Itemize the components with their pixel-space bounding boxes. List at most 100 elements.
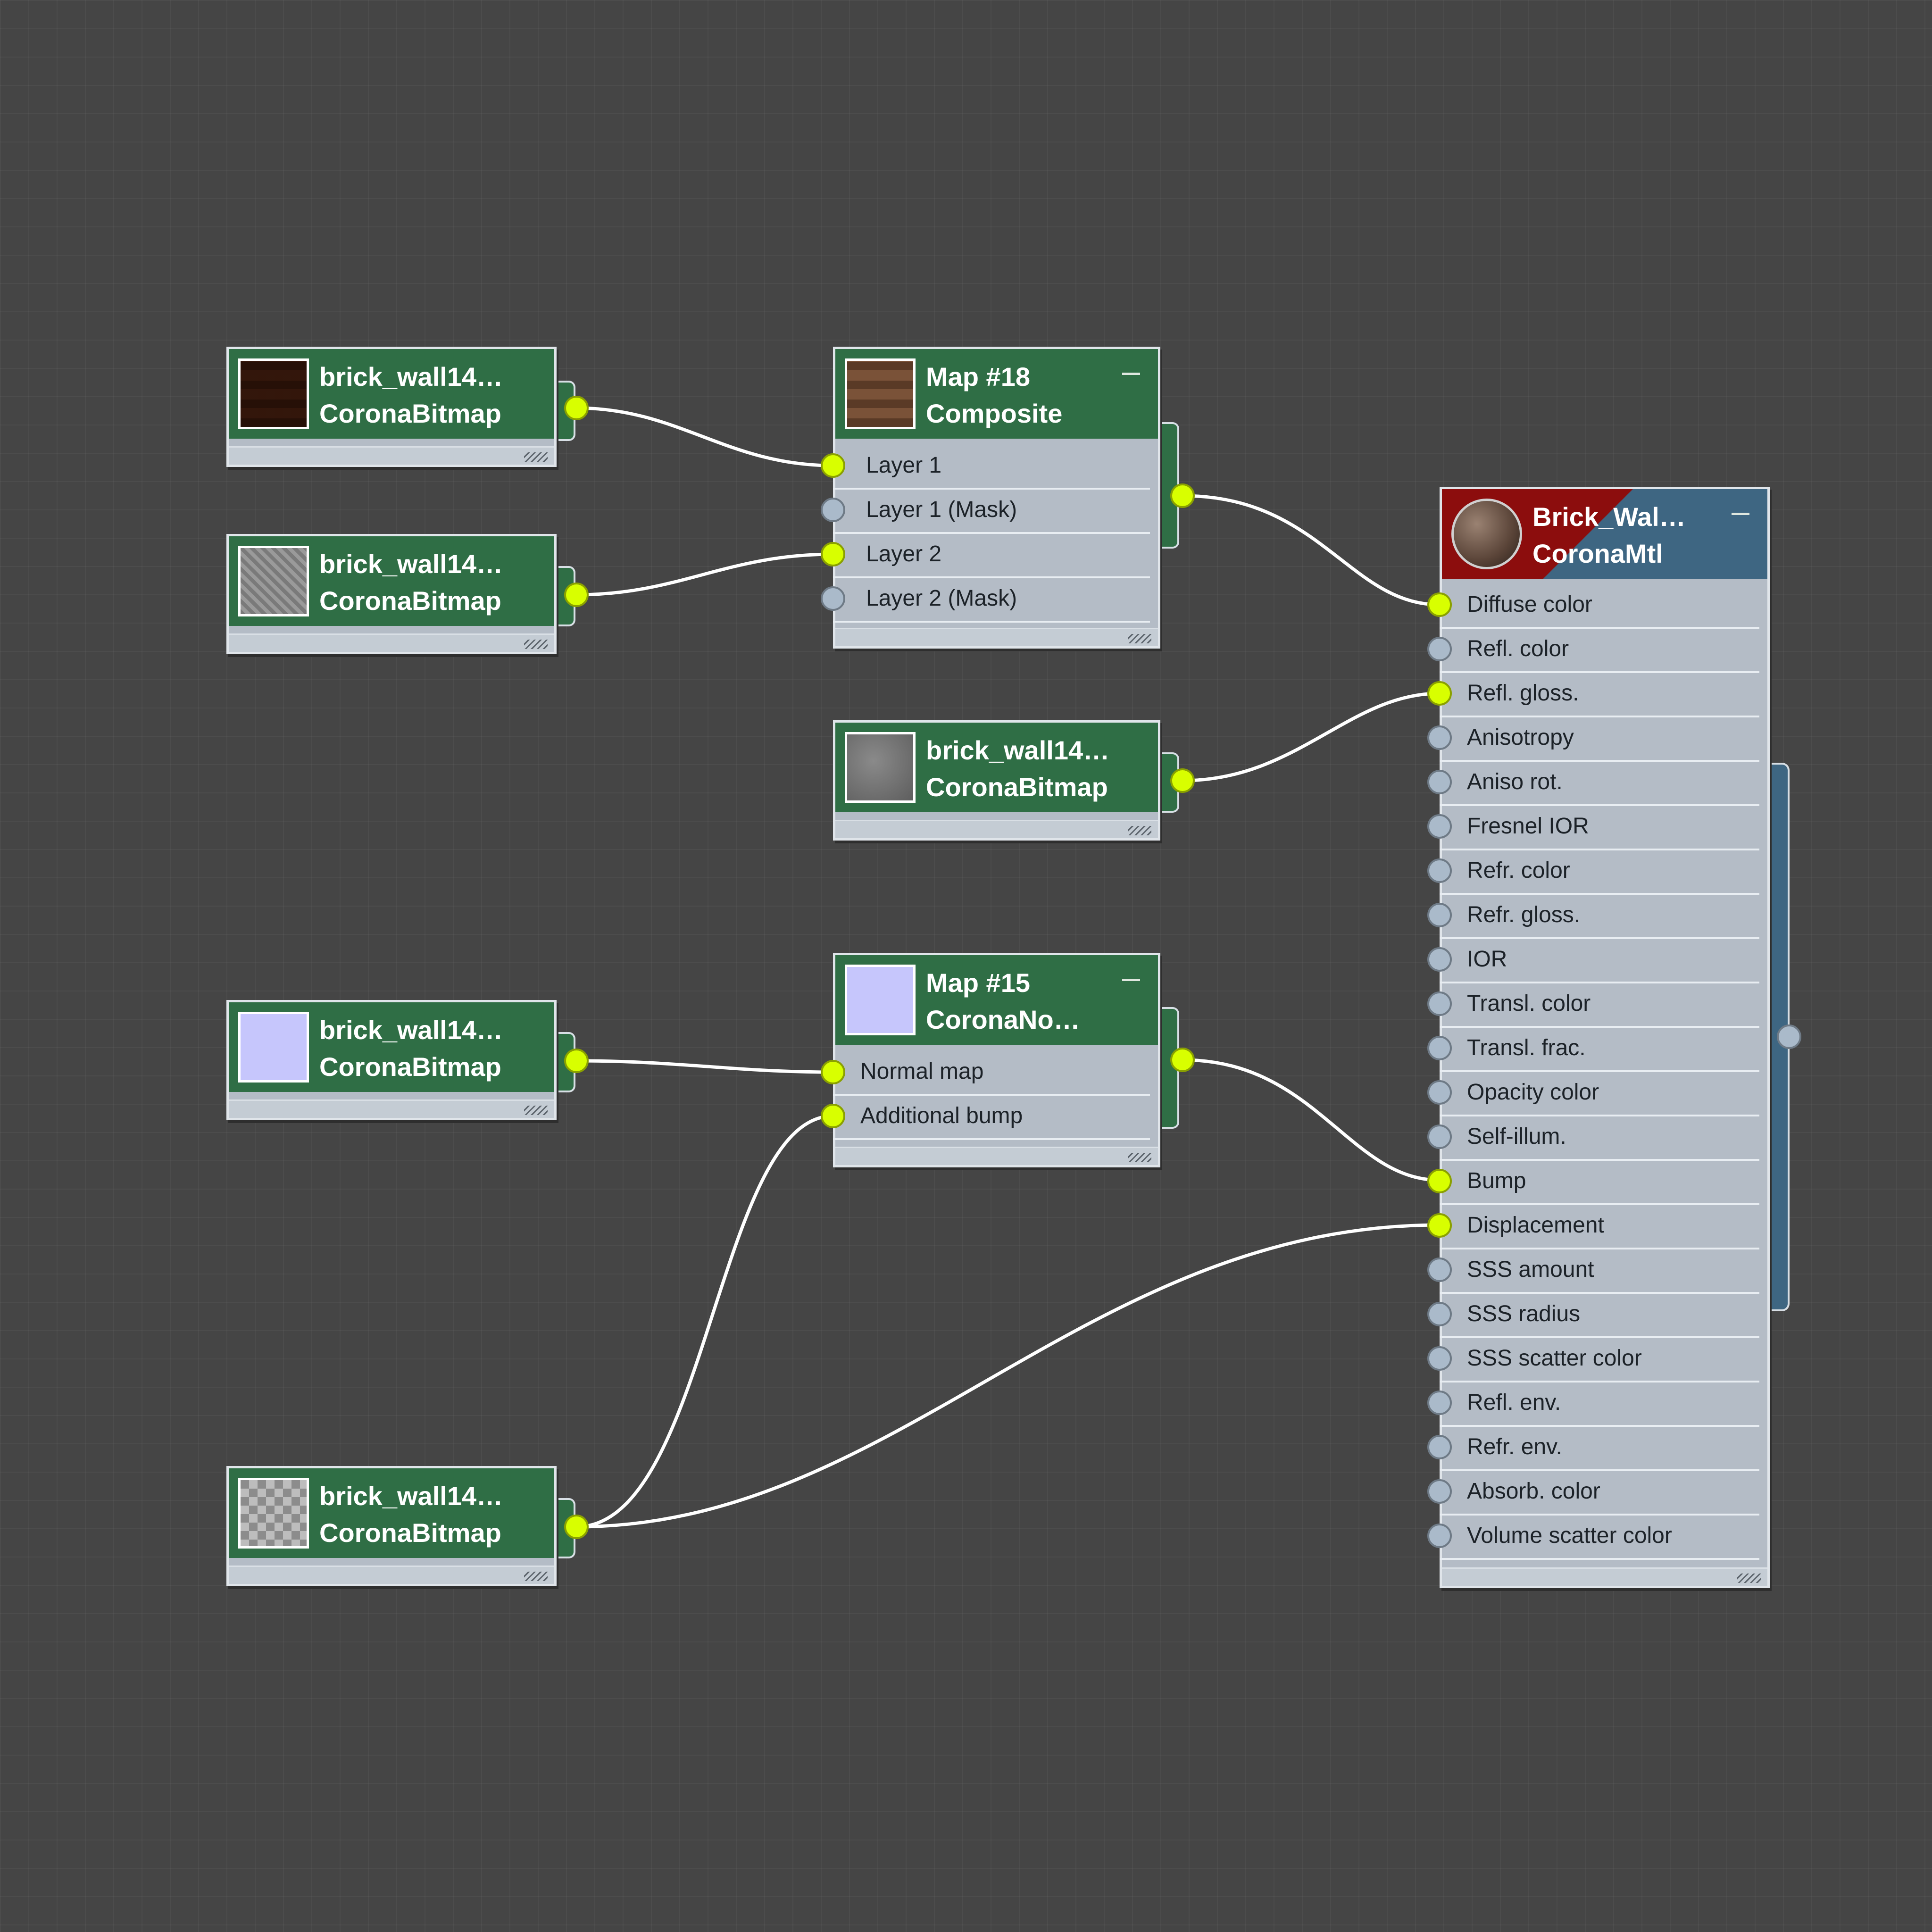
slot-layer-2-mask[interactable]: Layer 2 (Mask) <box>833 576 1150 623</box>
wire-normal-map-to-bump <box>1183 1060 1440 1180</box>
node-header[interactable]: brick_wall14… CoronaBitmap <box>229 1468 554 1558</box>
input-socket-additional-bump[interactable] <box>821 1104 845 1128</box>
slot-label: Refl. color <box>1467 627 1569 671</box>
node-header[interactable]: brick_wall14… CoronaBitmap <box>229 349 554 439</box>
input-socket-anisotropy[interactable] <box>1427 725 1452 750</box>
node-composite[interactable]: Map #18 Composite Layer 1 Layer 1 (Mask)… <box>833 347 1160 649</box>
slot-refl-gloss[interactable]: Refl. gloss. <box>1440 671 1759 717</box>
input-socket-ior[interactable] <box>1427 947 1452 972</box>
node-bitmap-b[interactable]: brick_wall14… CoronaBitmap <box>226 534 557 654</box>
input-socket-self-illum[interactable] <box>1427 1124 1452 1149</box>
node-name: brick_wall14… <box>319 358 545 395</box>
slot-refl-env[interactable]: Refl. env. <box>1440 1381 1759 1427</box>
minimize-button[interactable] <box>1122 373 1140 375</box>
input-socket-normal-map[interactable] <box>821 1060 845 1084</box>
node-bitmap-a[interactable]: brick_wall14… CoronaBitmap <box>226 347 557 467</box>
slot-fresnel-ior[interactable]: Fresnel IOR <box>1440 804 1759 850</box>
input-socket-layer-1[interactable] <box>821 453 845 478</box>
output-socket[interactable] <box>564 583 589 607</box>
slot-diffuse-color[interactable]: Diffuse color <box>1440 583 1759 629</box>
slot-absorb-color[interactable]: Absorb. color <box>1440 1469 1759 1516</box>
node-header[interactable]: Map #18 Composite <box>835 349 1158 439</box>
node-header[interactable]: Brick_Wal… CoronaMtl <box>1442 489 1767 579</box>
input-socket-refl-env[interactable] <box>1427 1391 1452 1415</box>
input-socket-volume-scatter-color[interactable] <box>1427 1524 1452 1548</box>
input-socket-diffuse-color[interactable] <box>1427 592 1452 617</box>
input-socket-opacity-color[interactable] <box>1427 1080 1452 1105</box>
output-socket[interactable] <box>564 396 589 420</box>
node-bitmap-disp[interactable]: brick_wall14… CoronaBitmap <box>226 1466 557 1586</box>
input-socket-refl-gloss[interactable] <box>1427 681 1452 706</box>
slot-layer-2[interactable]: Layer 2 <box>833 532 1150 578</box>
node-header[interactable]: Map #15 CoronaNo… <box>835 955 1158 1045</box>
slot-refr-env[interactable]: Refr. env. <box>1440 1425 1759 1471</box>
input-socket-sss-radius[interactable] <box>1427 1302 1452 1326</box>
slot-ior[interactable]: IOR <box>1440 937 1759 983</box>
slot-transl-frac[interactable]: Transl. frac. <box>1440 1026 1759 1072</box>
output-socket[interactable] <box>1170 483 1195 508</box>
output-socket[interactable] <box>1170 768 1195 793</box>
resize-grip[interactable] <box>524 452 548 462</box>
slot-refr-gloss[interactable]: Refr. gloss. <box>1440 893 1759 939</box>
input-socket-transl-color[interactable] <box>1427 991 1452 1016</box>
input-socket-transl-frac[interactable] <box>1427 1036 1452 1060</box>
slot-volume-scatter-color[interactable]: Volume scatter color <box>1440 1514 1759 1560</box>
slot-sss-radius[interactable]: SSS radius <box>1440 1292 1759 1338</box>
input-socket-layer-1-mask[interactable] <box>821 498 845 522</box>
slot-sss-scatter-color[interactable]: SSS scatter color <box>1440 1336 1759 1382</box>
node-header[interactable]: brick_wall14… CoronaBitmap <box>229 536 554 626</box>
slot-layer-1[interactable]: Layer 1 <box>833 443 1150 490</box>
minimize-button[interactable] <box>1122 979 1140 981</box>
minimize-button[interactable] <box>1732 513 1749 515</box>
input-socket-sss-amount[interactable] <box>1427 1257 1452 1282</box>
input-socket-refr-gloss[interactable] <box>1427 903 1452 927</box>
node-footer <box>229 1099 554 1118</box>
input-socket-layer-2[interactable] <box>821 542 845 566</box>
input-socket-displacement[interactable] <box>1427 1213 1452 1238</box>
slot-refl-color[interactable]: Refl. color <box>1440 627 1759 673</box>
node-bitmap-gloss[interactable]: brick_wall14… CoronaBitmap <box>833 720 1160 841</box>
resize-grip[interactable] <box>1128 634 1151 643</box>
slot-bump[interactable]: Bump <box>1440 1159 1759 1205</box>
input-socket-fresnel-ior[interactable] <box>1427 814 1452 839</box>
slot-additional-bump[interactable]: Additional bump <box>833 1094 1150 1140</box>
slot-layer-1-mask[interactable]: Layer 1 (Mask) <box>833 488 1150 534</box>
resize-grip[interactable] <box>1128 826 1151 835</box>
smooth-gray-thumbnail <box>845 732 916 803</box>
input-socket-refr-color[interactable] <box>1427 858 1452 883</box>
node-header[interactable]: brick_wall14… CoronaBitmap <box>229 1002 554 1092</box>
input-socket-refr-env[interactable] <box>1427 1435 1452 1459</box>
node-header[interactable]: brick_wall14… CoronaBitmap <box>835 723 1158 812</box>
output-socket[interactable] <box>564 1515 589 1539</box>
brick-color-thumbnail <box>845 358 916 429</box>
resize-grip[interactable] <box>524 1106 548 1115</box>
input-socket-layer-2-mask[interactable] <box>821 586 845 611</box>
slot-aniso-rot[interactable]: Aniso rot. <box>1440 760 1759 806</box>
slot-opacity-color[interactable]: Opacity color <box>1440 1070 1759 1116</box>
input-socket-sss-scatter-color[interactable] <box>1427 1346 1452 1371</box>
output-socket[interactable] <box>564 1049 589 1073</box>
input-socket-absorb-color[interactable] <box>1427 1479 1452 1504</box>
slot-transl-color[interactable]: Transl. color <box>1440 982 1759 1028</box>
input-socket-aniso-rot[interactable] <box>1427 770 1452 794</box>
slot-refr-color[interactable]: Refr. color <box>1440 849 1759 895</box>
resize-grip[interactable] <box>1128 1153 1151 1162</box>
slot-normal-map[interactable]: Normal map <box>833 1049 1150 1096</box>
slot-displacement[interactable]: Displacement <box>1440 1203 1759 1249</box>
resize-grip[interactable] <box>1737 1574 1761 1583</box>
node-normal-map[interactable]: Map #15 CoronaNo… Normal map Additional … <box>833 953 1160 1167</box>
input-socket-refl-color[interactable] <box>1427 637 1452 661</box>
input-socket-bump[interactable] <box>1427 1169 1452 1193</box>
slot-label: IOR <box>1467 937 1507 982</box>
node-type: Composite <box>926 395 1149 432</box>
node-bitmap-normal[interactable]: brick_wall14… CoronaBitmap <box>226 1000 557 1120</box>
resize-grip[interactable] <box>524 1572 548 1581</box>
output-socket[interactable] <box>1170 1048 1195 1072</box>
resize-grip[interactable] <box>524 640 548 649</box>
slot-self-illum[interactable]: Self-illum. <box>1440 1115 1759 1161</box>
slot-sss-amount[interactable]: SSS amount <box>1440 1248 1759 1294</box>
slot-anisotropy[interactable]: Anisotropy <box>1440 716 1759 762</box>
material-output-socket[interactable] <box>1777 1024 1801 1049</box>
